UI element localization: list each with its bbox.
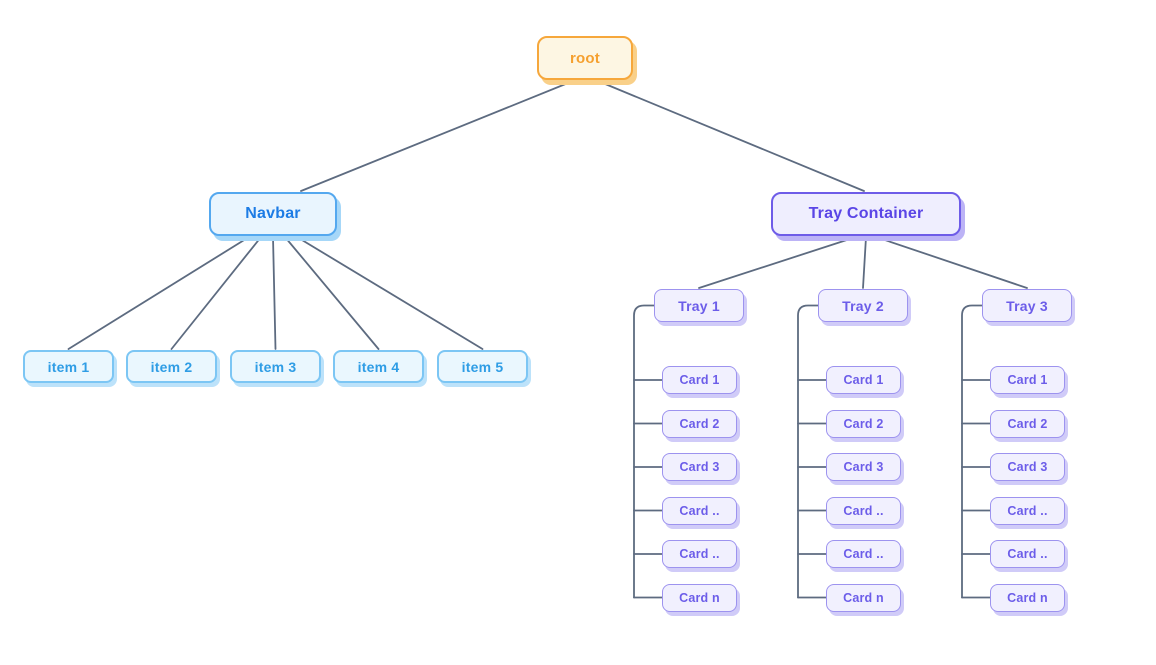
node-tray-1-card-2-label: Card 2 bbox=[679, 417, 720, 431]
node-tray-1-card-3[interactable]: Card 3 bbox=[662, 453, 737, 481]
connector-navbar-item-5 bbox=[296, 236, 484, 350]
node-root[interactable]: root bbox=[537, 36, 633, 80]
node-tray-1-card-5[interactable]: Card .. bbox=[662, 540, 737, 568]
node-item-5-label: item 5 bbox=[461, 358, 504, 375]
connector-navbar-item-1 bbox=[67, 236, 250, 350]
node-item-5[interactable]: item 5 bbox=[437, 350, 528, 383]
node-tray-3-label: Tray 3 bbox=[1006, 297, 1048, 314]
node-tray-2-card-3[interactable]: Card 3 bbox=[826, 453, 901, 481]
connector-navbar-item-3 bbox=[272, 236, 277, 350]
node-tray-3-card-2-label: Card 2 bbox=[1007, 417, 1048, 431]
node-tray-2-card-6[interactable]: Card n bbox=[826, 584, 901, 612]
connector-navbar-item-2 bbox=[170, 236, 262, 350]
node-tray-3-card-2[interactable]: Card 2 bbox=[990, 410, 1065, 438]
node-tray-2-card-5[interactable]: Card .. bbox=[826, 540, 901, 568]
node-tray-2[interactable]: Tray 2 bbox=[818, 289, 908, 322]
node-tray-1-card-1[interactable]: Card 1 bbox=[662, 366, 737, 394]
node-tray-1-card-6-label: Card n bbox=[679, 591, 720, 605]
node-tray-3-card-4-label: Card .. bbox=[1007, 504, 1048, 518]
node-tray-3-card-3-label: Card 3 bbox=[1007, 460, 1048, 474]
node-item-2[interactable]: item 2 bbox=[126, 350, 217, 383]
node-tray-3-card-1[interactable]: Card 1 bbox=[990, 366, 1065, 394]
node-tray-2-card-1-label: Card 1 bbox=[843, 373, 884, 387]
node-tray-3-card-3[interactable]: Card 3 bbox=[990, 453, 1065, 481]
node-tray-2-card-4-label: Card .. bbox=[843, 504, 884, 518]
node-tray-1-card-6[interactable]: Card n bbox=[662, 584, 737, 612]
node-tray-1-card-5-label: Card .. bbox=[679, 547, 720, 561]
connector-root-tray-container bbox=[597, 80, 865, 192]
node-tray-1-card-4[interactable]: Card .. bbox=[662, 497, 737, 525]
node-tray-1-label: Tray 1 bbox=[678, 297, 720, 314]
node-tray-2-card-5-label: Card .. bbox=[843, 547, 884, 561]
node-tray-1-card-1-label: Card 1 bbox=[679, 373, 720, 387]
node-tray-3[interactable]: Tray 3 bbox=[982, 289, 1072, 322]
node-item-3-label: item 3 bbox=[254, 358, 297, 375]
node-tray-container[interactable]: Tray Container bbox=[771, 192, 961, 236]
connector-tray-container-tray-1 bbox=[698, 236, 857, 289]
node-tray-3-card-5-label: Card .. bbox=[1007, 547, 1048, 561]
node-tray-2-card-4[interactable]: Card .. bbox=[826, 497, 901, 525]
connector-root-navbar bbox=[300, 80, 574, 192]
node-item-4[interactable]: item 4 bbox=[333, 350, 424, 383]
node-tray-1-card-3-label: Card 3 bbox=[679, 460, 720, 474]
node-tray-1[interactable]: Tray 1 bbox=[654, 289, 744, 322]
node-tray-3-card-4[interactable]: Card .. bbox=[990, 497, 1065, 525]
node-tray-3-card-6[interactable]: Card n bbox=[990, 584, 1065, 612]
node-tray-container-label: Tray Container bbox=[808, 205, 924, 222]
connector-navbar-item-4 bbox=[284, 236, 380, 350]
node-tray-2-card-3-label: Card 3 bbox=[843, 460, 884, 474]
node-navbar[interactable]: Navbar bbox=[209, 192, 337, 236]
node-tray-3-card-6-label: Card n bbox=[1007, 591, 1048, 605]
node-item-1-label: item 1 bbox=[47, 358, 90, 375]
connector-tray-2-spine bbox=[797, 304, 819, 599]
node-item-3[interactable]: item 3 bbox=[230, 350, 321, 383]
node-tray-2-label: Tray 2 bbox=[842, 297, 884, 314]
node-tray-1-card-2[interactable]: Card 2 bbox=[662, 410, 737, 438]
node-tray-1-card-4-label: Card .. bbox=[679, 504, 720, 518]
node-navbar-label: Navbar bbox=[245, 205, 301, 222]
node-item-1[interactable]: item 1 bbox=[23, 350, 114, 383]
node-tray-2-card-6-label: Card n bbox=[843, 591, 884, 605]
connector-tray-3-spine bbox=[961, 304, 983, 599]
node-tray-3-card-1-label: Card 1 bbox=[1007, 373, 1048, 387]
node-tray-3-card-5[interactable]: Card .. bbox=[990, 540, 1065, 568]
node-tray-2-card-2-label: Card 2 bbox=[843, 417, 884, 431]
node-tray-2-card-1[interactable]: Card 1 bbox=[826, 366, 901, 394]
connector-tray-1-spine bbox=[633, 304, 655, 599]
node-tray-2-card-2[interactable]: Card 2 bbox=[826, 410, 901, 438]
node-item-2-label: item 2 bbox=[150, 358, 193, 375]
connector-tray-container-tray-2 bbox=[862, 236, 867, 289]
connector-tray-container-tray-3 bbox=[875, 236, 1028, 289]
node-item-4-label: item 4 bbox=[357, 358, 400, 375]
node-root-label: root bbox=[570, 49, 600, 67]
